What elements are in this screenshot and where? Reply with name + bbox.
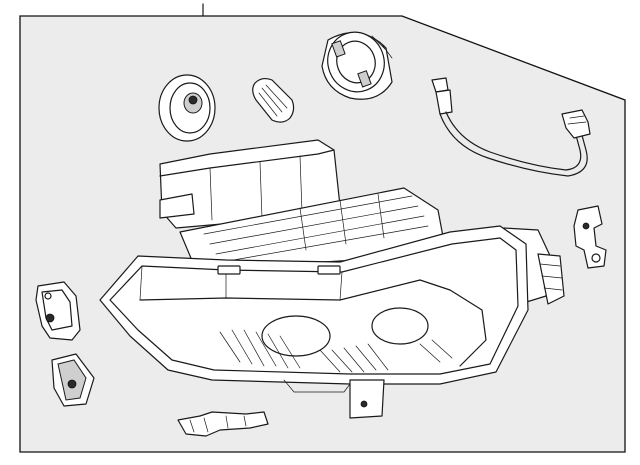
- retaining-clip: [51, 353, 95, 407]
- wiring-harness: [431, 77, 591, 177]
- dust-cap: [158, 74, 216, 142]
- lens-patch: [252, 77, 295, 123]
- mounting-bracket-right: [573, 205, 607, 269]
- bulb-socket-cover: [321, 31, 393, 100]
- headlamp-housing: [99, 139, 565, 419]
- mounting-bracket-left: [35, 281, 81, 341]
- adjuster-rod: [177, 411, 269, 437]
